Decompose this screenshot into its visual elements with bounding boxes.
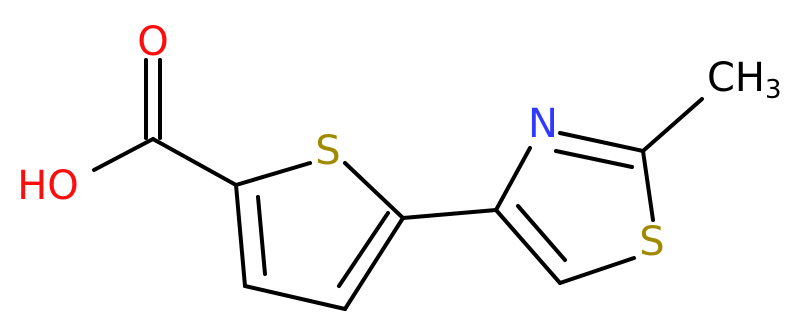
bond-c3-c4 <box>243 284 347 311</box>
bond-c4-n3 <box>494 146 532 212</box>
bond-c-oh <box>92 137 155 172</box>
thiazole-ring <box>494 97 704 285</box>
bond-c2-s1 <box>641 149 655 222</box>
bond-c5-c4-inner <box>516 204 567 262</box>
bond-c2-s1 <box>234 161 312 187</box>
bond-c5-c4 <box>494 208 562 285</box>
bond-c4-c5-inner <box>337 211 390 288</box>
methyl-main-text: CH <box>707 55 765 101</box>
carboxyl-group <box>92 58 238 187</box>
bond-c2-methyl <box>641 97 704 153</box>
bond-s1-c5 <box>558 256 636 285</box>
bond-c4-c5 <box>343 216 405 311</box>
bond-n3-c2-b <box>554 149 634 169</box>
hydroxyl-label: HO <box>17 163 79 209</box>
sulfur-thiazole-label: S <box>639 219 664 265</box>
sulfur-thiophene-label: S <box>315 128 340 174</box>
bond-s1-c5 <box>343 161 405 220</box>
bond-c2-c3 <box>234 183 247 288</box>
oxygen-carbonyl-label: O <box>137 19 168 65</box>
bond-thiophene-thiazole <box>401 208 498 220</box>
bond-c2-c3-inner <box>256 195 267 276</box>
bond-c-ring <box>151 137 238 187</box>
nitrogen-label: N <box>528 101 558 147</box>
bond-n3-c2-a <box>558 131 645 153</box>
thiophene-ring <box>234 161 405 311</box>
methyl-subscript: 3 <box>765 75 782 105</box>
methyl-label: CH3 <box>707 55 782 105</box>
